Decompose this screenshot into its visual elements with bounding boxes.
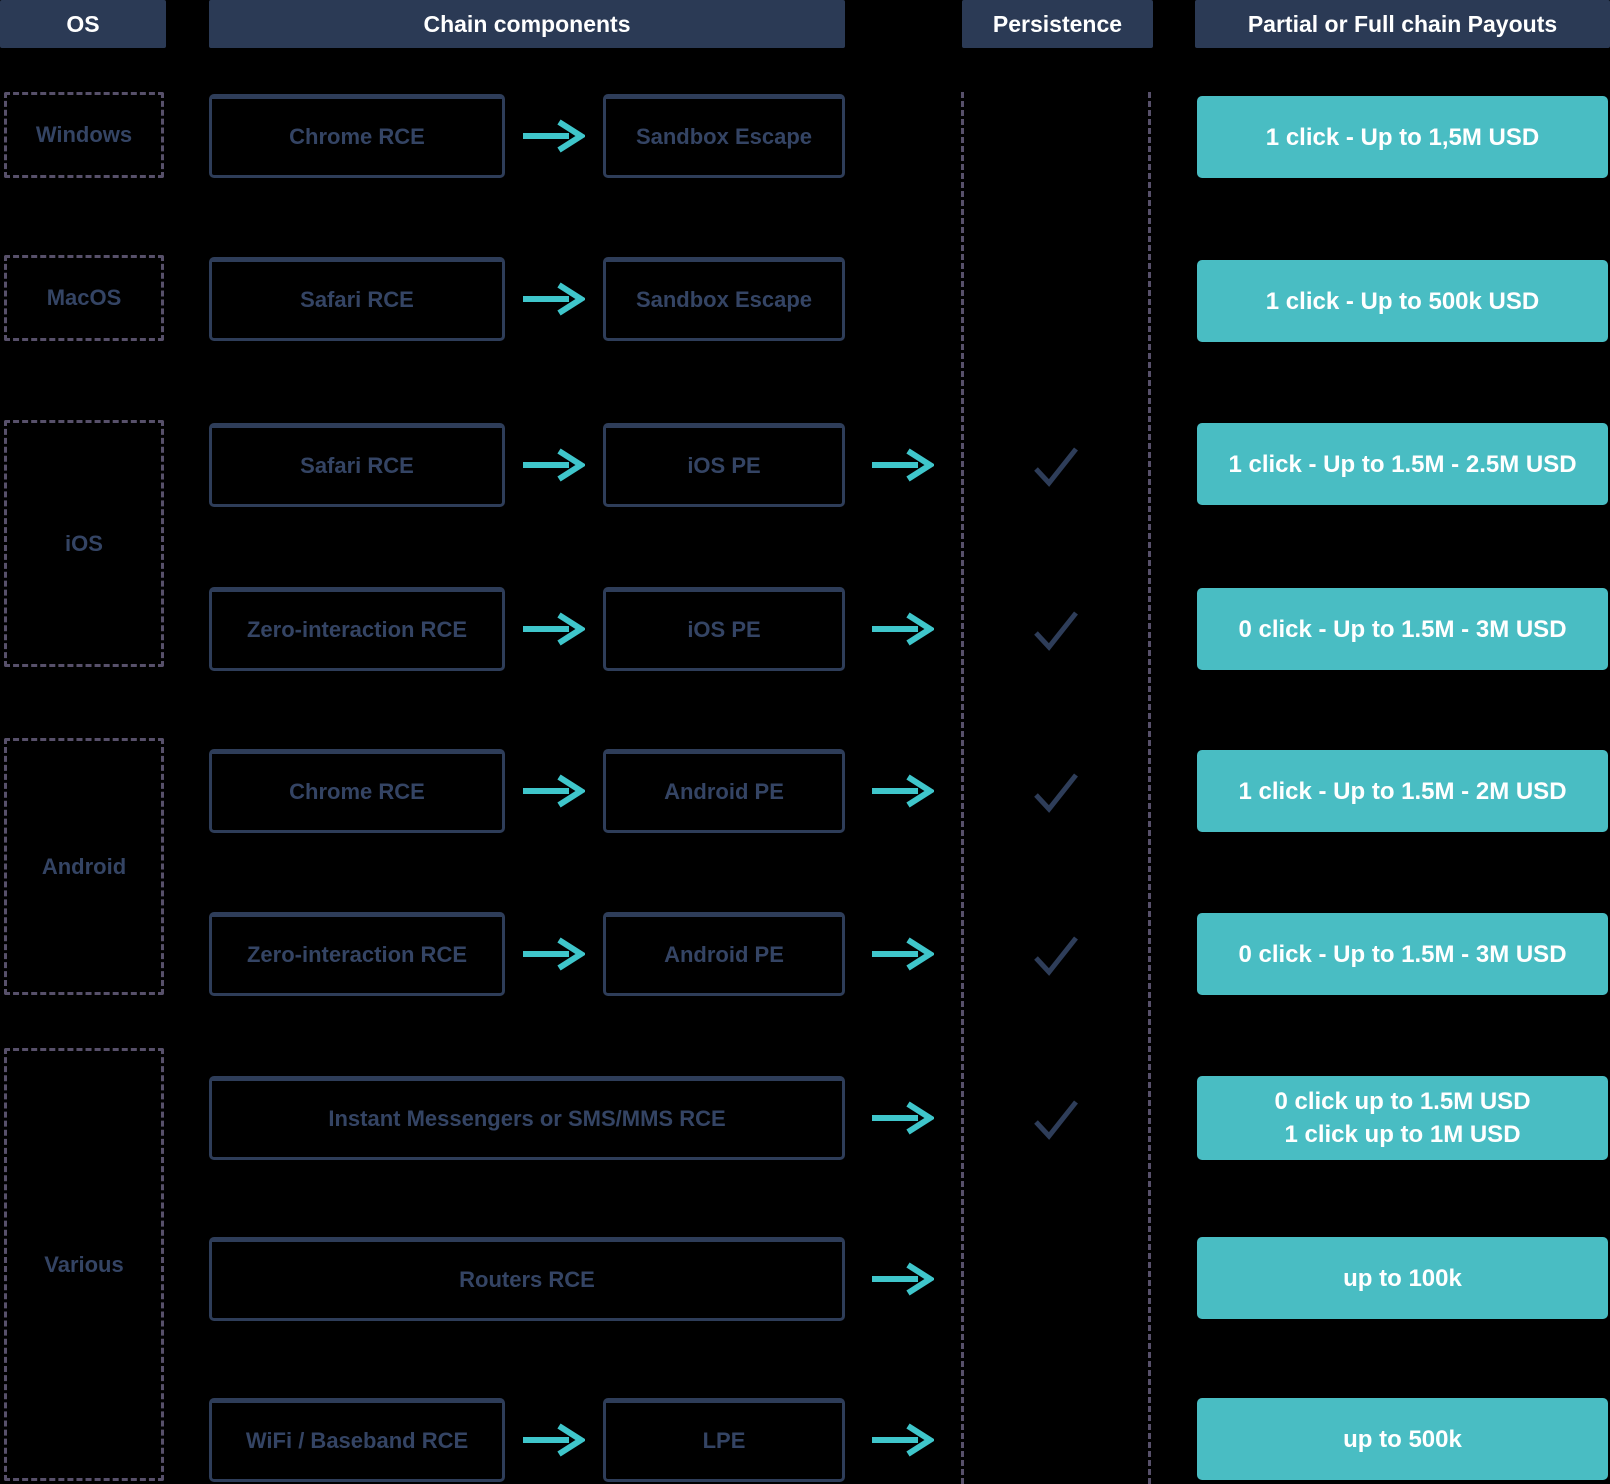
chain-arrow-icon <box>523 937 585 971</box>
payout-text: 0 click - Up to 1.5M - 3M USD <box>1238 940 1567 968</box>
chain-arrow-icon <box>872 1101 934 1135</box>
chain-arrow-icon <box>872 937 934 971</box>
payout-box: 0 click - Up to 1.5M - 3M USD <box>1197 588 1608 670</box>
chain-arrow-icon <box>523 119 585 153</box>
os-group-android: Android <box>4 738 164 995</box>
os-group-ios: iOS <box>4 420 164 667</box>
chain-box: Android PE <box>603 749 845 833</box>
chain-arrow-icon <box>872 1423 934 1457</box>
header-payouts: Partial or Full chain Payouts <box>1195 0 1610 48</box>
header-persistence: Persistence <box>962 0 1153 48</box>
payout-box: 1 click - Up to 1,5M USD <box>1197 96 1608 178</box>
payout-text: 1 click - Up to 500k USD <box>1265 287 1540 315</box>
persistence-column-dashed-outline <box>961 92 1151 1484</box>
payout-box: 0 click up to 1.5M USD 1 click up to 1M … <box>1197 1076 1608 1160</box>
chain-arrow-icon <box>523 612 585 646</box>
payout-text-line1: 0 click up to 1.5M USD <box>1274 1088 1531 1115</box>
chain-box: Zero-interaction RCE <box>209 587 505 671</box>
payout-text-line2: 1 click up to 1M USD <box>1284 1121 1521 1148</box>
chain-box: Sandbox Escape <box>603 94 845 178</box>
header-os: OS <box>0 0 166 48</box>
persistence-checkmark-icon <box>1034 447 1078 487</box>
payout-text: 1 click - Up to 1.5M - 2M USD <box>1238 777 1567 805</box>
chain-arrow-icon <box>872 448 934 482</box>
payout-text: 1 click - Up to 1,5M USD <box>1265 123 1540 151</box>
chain-box: Chrome RCE <box>209 749 505 833</box>
chain-box: Routers RCE <box>209 1237 845 1321</box>
chain-arrow-icon <box>872 774 934 808</box>
os-group-various: Various <box>4 1048 164 1481</box>
persistence-checkmark-icon <box>1034 611 1078 651</box>
payout-text: up to 500k <box>1343 1425 1462 1453</box>
payout-box: up to 500k <box>1197 1398 1608 1480</box>
chain-arrow-icon <box>523 282 585 316</box>
chain-arrow-icon <box>523 1423 585 1457</box>
chain-box: Zero-interaction RCE <box>209 912 505 996</box>
chain-box: Safari RCE <box>209 423 505 507</box>
chain-box: Sandbox Escape <box>603 257 845 341</box>
chain-arrow-icon <box>872 1262 934 1296</box>
chain-arrow-icon <box>523 448 585 482</box>
os-group-macos: MacOS <box>4 255 164 341</box>
persistence-checkmark-icon <box>1034 1100 1078 1140</box>
payout-text: 1 click - Up to 1.5M - 2.5M USD <box>1228 450 1577 478</box>
chain-box: iOS PE <box>603 423 845 507</box>
chain-box: Instant Messengers or SMS/MMS RCE <box>209 1076 845 1160</box>
payout-text: up to 100k <box>1343 1264 1462 1292</box>
payout-box: up to 100k <box>1197 1237 1608 1319</box>
chain-box: Safari RCE <box>209 257 505 341</box>
payout-box: 1 click - Up to 1.5M - 2M USD <box>1197 750 1608 832</box>
chain-box: LPE <box>603 1398 845 1482</box>
chain-box: WiFi / Baseband RCE <box>209 1398 505 1482</box>
chain-box: Chrome RCE <box>209 94 505 178</box>
chain-box: iOS PE <box>603 587 845 671</box>
chain-arrow-icon <box>872 612 934 646</box>
persistence-checkmark-icon <box>1034 936 1078 976</box>
os-group-windows: Windows <box>4 92 164 178</box>
chain-arrow-icon <box>523 774 585 808</box>
payout-box: 0 click - Up to 1.5M - 3M USD <box>1197 913 1608 995</box>
payout-text: 0 click - Up to 1.5M - 3M USD <box>1238 615 1567 643</box>
persistence-checkmark-icon <box>1034 773 1078 813</box>
header-chain-components: Chain components <box>209 0 845 48</box>
payout-box: 1 click - Up to 1.5M - 2.5M USD <box>1197 423 1608 505</box>
payout-box: 1 click - Up to 500k USD <box>1197 260 1608 342</box>
chain-box: Android PE <box>603 912 845 996</box>
